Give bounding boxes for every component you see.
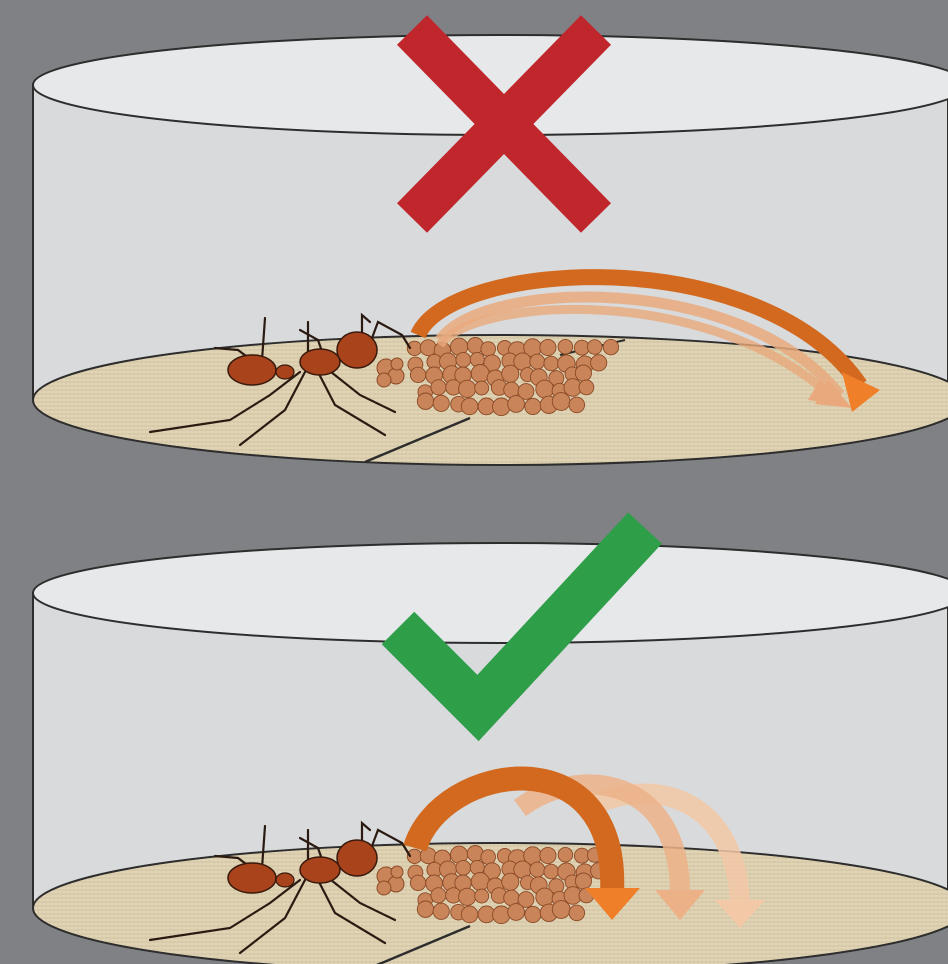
pellet — [591, 355, 607, 371]
dish-rim — [33, 543, 948, 643]
pellet — [587, 340, 602, 355]
pellet — [493, 906, 511, 924]
pellet — [481, 342, 496, 357]
pellet — [493, 398, 511, 416]
pellet — [420, 340, 436, 356]
pellet — [525, 906, 541, 922]
pellet — [433, 395, 449, 411]
pellet — [508, 396, 525, 413]
pellet — [410, 367, 425, 382]
pellet — [530, 354, 545, 369]
pellet — [552, 901, 570, 919]
pellet — [575, 365, 591, 381]
pellet — [502, 365, 519, 382]
pellet — [459, 380, 476, 397]
pellet — [558, 847, 573, 862]
pellet — [461, 398, 478, 415]
pellet — [508, 904, 525, 921]
pellet — [530, 862, 545, 877]
pellet — [544, 864, 559, 879]
pellet — [431, 888, 446, 903]
pellet — [410, 875, 425, 890]
pellet — [525, 398, 541, 414]
panel-top — [33, 30, 948, 465]
pellet — [603, 339, 618, 354]
pellet — [456, 860, 471, 875]
pellet — [456, 352, 471, 367]
pellet — [475, 381, 489, 395]
pellet — [579, 380, 594, 395]
pellet — [461, 906, 478, 923]
pellet — [536, 380, 554, 398]
pellet — [558, 339, 573, 354]
pellet — [471, 365, 489, 383]
pellet — [475, 889, 489, 903]
pellet — [417, 901, 433, 917]
pellet — [433, 903, 449, 919]
pellet — [575, 873, 591, 889]
pellet — [544, 356, 559, 371]
pellet — [569, 905, 585, 921]
pellet — [502, 873, 519, 890]
pellet — [431, 380, 446, 395]
pellet — [417, 393, 433, 409]
pellet — [536, 888, 554, 906]
pellet — [471, 873, 489, 891]
pellet — [552, 393, 570, 411]
pellet — [540, 339, 556, 355]
pellet — [540, 847, 556, 863]
panel-bottom — [33, 528, 948, 964]
pellet — [569, 397, 585, 413]
pellet — [481, 850, 496, 865]
pellet — [459, 888, 476, 905]
